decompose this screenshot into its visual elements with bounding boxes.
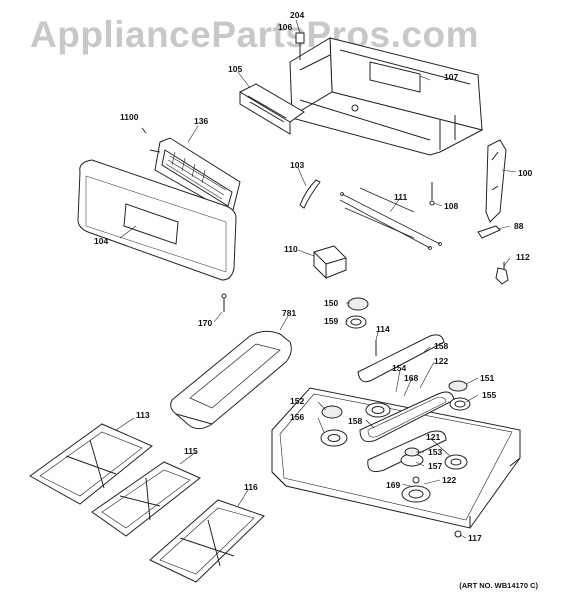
label-158b: 158 <box>348 416 362 426</box>
label-100: 100 <box>518 168 532 178</box>
harness-111 <box>339 187 442 250</box>
label-111: 111 <box>394 192 408 202</box>
side-trim-100 <box>485 139 507 223</box>
label-122a: 122 <box>434 356 448 366</box>
label-151: 151 <box>480 373 494 383</box>
label-105: 105 <box>228 64 242 74</box>
label-103: 103 <box>290 160 304 170</box>
label-114: 114 <box>376 324 390 334</box>
label-104: 104 <box>94 236 108 246</box>
burner-rear-left <box>365 402 391 418</box>
label-115: 115 <box>184 446 198 456</box>
griddle-781 <box>170 330 292 430</box>
head-159 <box>345 315 367 329</box>
label-106: 106 <box>278 22 292 32</box>
art-number: (ART NO. WB14170 C) <box>459 581 538 590</box>
watermark: AppliancePartsPros.com <box>30 14 479 55</box>
cap-151 <box>448 380 468 392</box>
screw-117 <box>454 530 462 538</box>
label-155: 155 <box>482 390 496 400</box>
label-88: 88 <box>514 221 524 231</box>
label-136: 136 <box>194 116 208 126</box>
label-169: 169 <box>386 480 400 490</box>
screw-1100 <box>141 127 147 134</box>
label-156: 156 <box>290 412 304 422</box>
label-1100: 1100 <box>120 112 139 122</box>
front-panel-104 <box>77 159 237 281</box>
burner-front-left <box>320 429 348 447</box>
label-117: 117 <box>468 533 482 543</box>
center-grate-158-top <box>357 334 445 383</box>
keypad-136 <box>149 137 241 215</box>
screw-108 <box>429 182 435 206</box>
switch-110 <box>313 245 347 279</box>
label-781: 781 <box>282 308 296 318</box>
label-122b: 122 <box>442 475 456 485</box>
label-204: 204 <box>290 10 304 20</box>
control-board-105 <box>239 83 305 135</box>
burner-rear-right <box>449 397 471 411</box>
grate-113 <box>29 423 153 505</box>
label-154: 154 <box>392 363 406 373</box>
label-168: 168 <box>404 373 418 383</box>
grate-116 <box>149 499 265 583</box>
backguard-107 <box>289 37 484 156</box>
part-labels: 204 106 107 105 1100 136 100 103 111 108… <box>94 10 532 543</box>
bracket-103 <box>299 179 321 209</box>
grate-115 <box>91 461 201 537</box>
label-116: 116 <box>244 482 258 492</box>
label-108: 108 <box>444 201 458 211</box>
cap-150 <box>347 297 369 311</box>
label-159: 159 <box>324 316 338 326</box>
label-113: 113 <box>136 410 150 420</box>
label-110: 110 <box>284 244 298 254</box>
cap-152 <box>321 405 343 419</box>
screw-170 <box>221 293 227 312</box>
label-152: 152 <box>290 396 304 406</box>
burner-front-right <box>401 476 431 503</box>
label-121: 121 <box>426 432 440 442</box>
label-112: 112 <box>516 252 530 262</box>
clip-88 <box>477 225 501 239</box>
leader-lines <box>115 19 517 539</box>
label-150: 150 <box>324 298 338 308</box>
label-107: 107 <box>444 72 458 82</box>
label-158a: 158 <box>434 341 448 351</box>
label-153: 153 <box>428 447 442 457</box>
label-170: 170 <box>198 318 212 328</box>
connector-112 <box>495 262 509 285</box>
label-157: 157 <box>428 461 442 471</box>
